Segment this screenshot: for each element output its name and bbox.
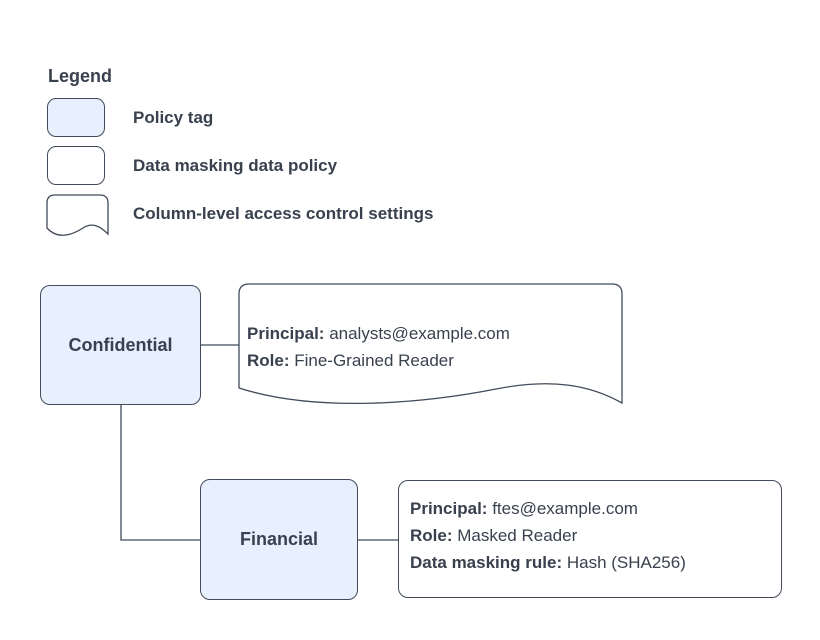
data-policy-role-line: Role: Masked Reader xyxy=(410,522,686,549)
access-control-settings-text: Principal: analysts@example.com Role: Fi… xyxy=(247,320,510,374)
connector-confidential-to-financial xyxy=(120,405,200,541)
data-masking-policy-box xyxy=(398,480,782,598)
access-setting-role-line: Role: Fine-Grained Reader xyxy=(247,347,510,374)
field-value: analysts@example.com xyxy=(324,324,510,343)
legend-title: Legend xyxy=(48,66,113,86)
data-masking-policy-text: Principal: ftes@example.com Role: Masked… xyxy=(410,495,686,576)
policy-tag-label-financial: Financial xyxy=(239,529,319,549)
policy-tag-label-confidential: Confidential xyxy=(68,334,173,355)
field-value: Masked Reader xyxy=(452,526,578,545)
field-label: Principal: xyxy=(247,324,325,343)
legend-item-data-masking-policy: Data masking data policy xyxy=(133,156,338,175)
policy-tag-node-confidential: Confidential xyxy=(40,285,201,405)
access-setting-principal-line: Principal: analysts@example.com xyxy=(247,320,510,347)
access-control-document-shape xyxy=(238,283,623,405)
legend-item-column-level-access: Column-level access control settings xyxy=(133,204,434,223)
legend-policy-tag-swatch xyxy=(47,98,105,137)
data-policy-masking-rule-line: Data masking rule: Hash (SHA256) xyxy=(410,549,686,576)
field-label: Data masking rule: xyxy=(410,553,563,572)
legend-data-policy-swatch xyxy=(47,146,105,185)
field-value: Hash (SHA256) xyxy=(562,553,686,572)
field-label: Role: xyxy=(410,526,453,545)
field-value: ftes@example.com xyxy=(487,499,638,518)
field-label: Principal: xyxy=(410,499,488,518)
policy-tag-node-financial: Financial xyxy=(200,479,358,600)
data-policy-principal-line: Principal: ftes@example.com xyxy=(410,495,686,522)
legend-document-swatch xyxy=(46,194,109,236)
legend-item-policy-tag: Policy tag xyxy=(133,108,214,127)
field-label: Role: xyxy=(247,351,290,370)
field-value: Fine-Grained Reader xyxy=(289,351,454,370)
